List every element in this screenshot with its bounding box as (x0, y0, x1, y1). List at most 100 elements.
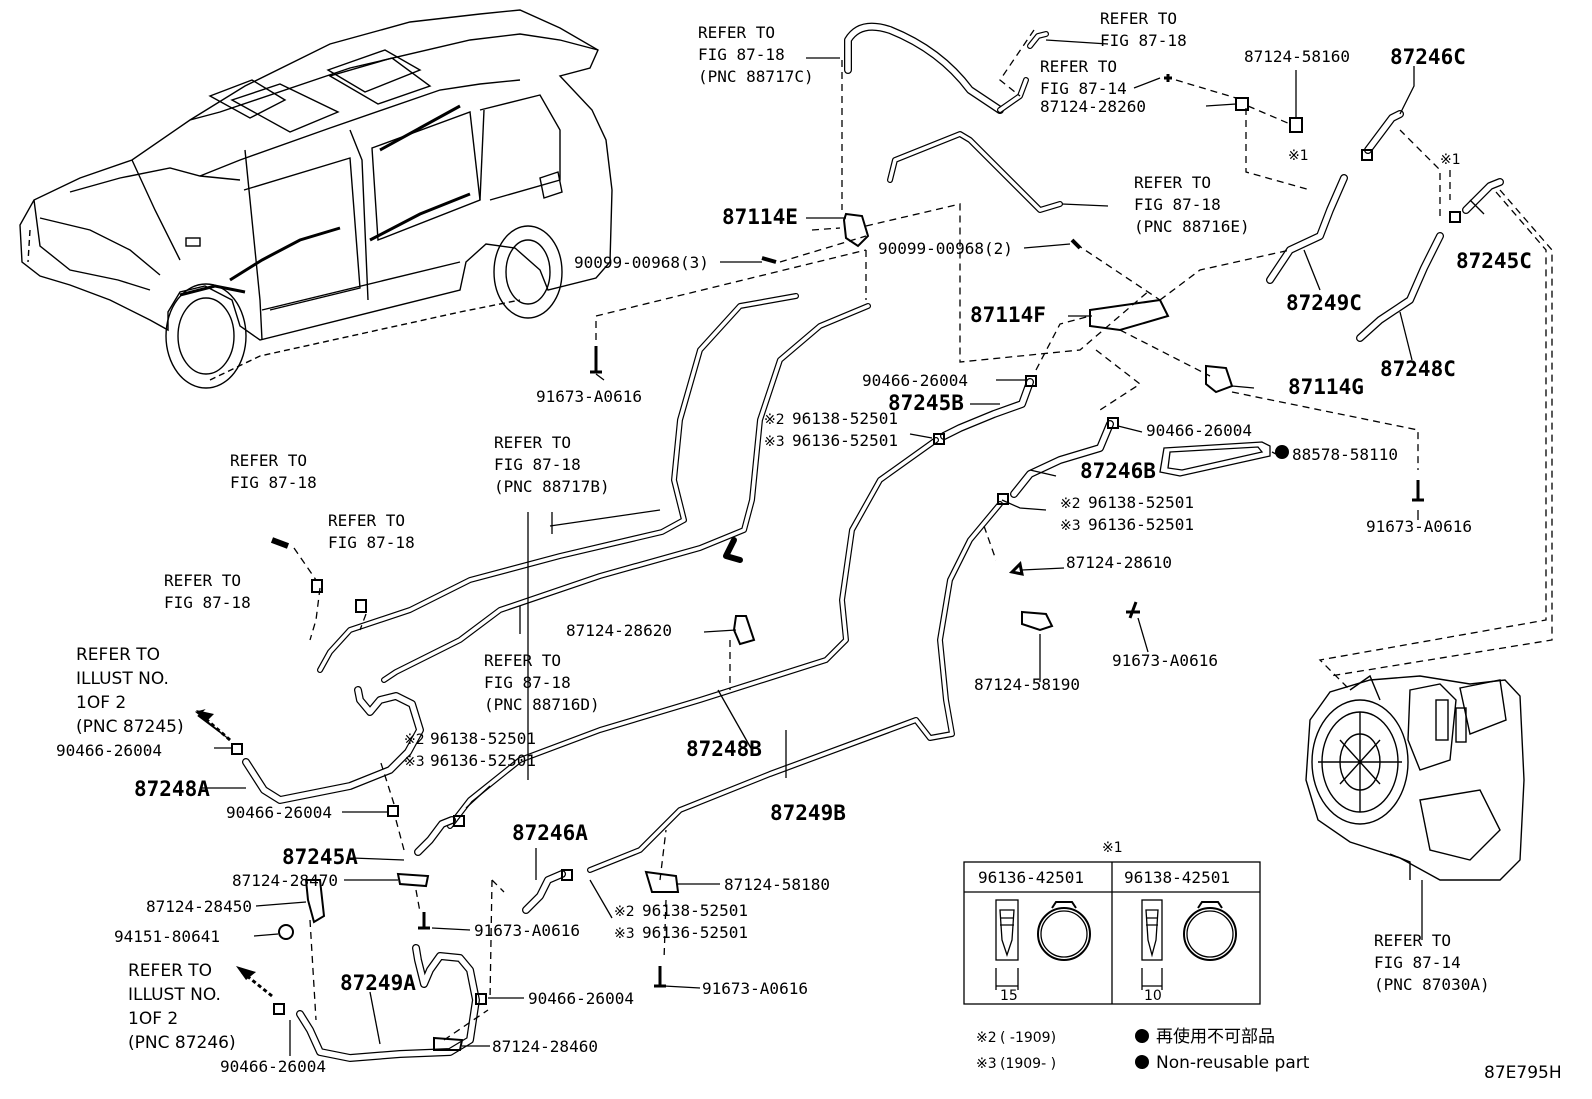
refer-label-line: REFER TO (164, 571, 241, 590)
part-label: 87124-28460 (492, 1037, 598, 1056)
part-label: 87124-28470 (232, 871, 338, 890)
refer-label-line: REFER TO (230, 451, 307, 470)
refer-label-line: (PNC 88717B) (494, 477, 610, 496)
marker-1: ※1 (1288, 148, 1309, 164)
part-label: 87249A (340, 971, 416, 995)
diagram-id: 87E795H (1484, 1063, 1562, 1083)
refer-label-line: FIG 87-18 (494, 455, 581, 474)
part-label: 96136-52501 (430, 751, 536, 770)
part-label: 91673-A0616 (1112, 651, 1218, 670)
part-label: 90466-26004 (220, 1057, 326, 1076)
legend-note3-marker: ※3 (976, 1056, 997, 1072)
assembly-lines (293, 29, 1553, 1041)
refer-label-line: (PNC 88716D) (484, 695, 600, 714)
leader-lines (202, 39, 1485, 1056)
marker-2: ※2 (1060, 496, 1081, 512)
refer-label-line: (PNC 87245) (76, 717, 184, 737)
clamp-part-2: 96138-42501 (1124, 868, 1230, 887)
clamp-part-1: 96136-42501 (978, 868, 1084, 887)
marker-2: ※2 (764, 412, 785, 428)
part-label: 87124-28260 (1040, 97, 1146, 116)
refer-label-line: FIG 87-18 (164, 593, 251, 612)
part-label: 87245C (1456, 249, 1532, 273)
refer-label-line: REFER TO (328, 511, 405, 530)
part-label: 87249B (770, 801, 846, 825)
part-labels: 87124-58160 87246C 87124-28260 87114E 90… (56, 45, 1532, 1076)
part-label: 96138-52501 (792, 409, 898, 428)
refer-label-line: REFER TO (484, 651, 561, 670)
refer-label-line: FIG 87-18 (230, 473, 317, 492)
part-label: 87246B (1080, 459, 1156, 483)
part-label: 96138-52501 (642, 901, 748, 920)
refer-label-line: FIG 87-18 (1134, 195, 1221, 214)
part-label: 87246A (512, 821, 588, 845)
legend-dot-jp (1135, 1029, 1149, 1043)
part-label: 87245A (282, 845, 358, 869)
part-label: 96136-52501 (642, 923, 748, 942)
part-label: 94151-80641 (114, 927, 220, 946)
refer-label-line: FIG 87-14 (1374, 953, 1461, 972)
refer-label-line: FIG 87-18 (1100, 31, 1187, 50)
part-label: 91673-A0616 (1366, 517, 1472, 536)
part-label: 90466-26004 (1146, 421, 1252, 440)
part-label: 87124-58160 (1244, 47, 1350, 66)
refer-label-line: FIG 87-18 (484, 673, 571, 692)
refer-label-line: REFER TO (1040, 57, 1117, 76)
legend-en-text: Non-reusable part (1156, 1053, 1310, 1073)
refer-label-line: ILLUST NO. (76, 669, 169, 689)
part-label: 87248A (134, 777, 210, 801)
part-label: 87124-58190 (974, 675, 1080, 694)
part-label: 87124-28620 (566, 621, 672, 640)
clamp-table: ※1 96136-42501 96138-42501 15 10 (963, 840, 1261, 1005)
legend-dot-en (1135, 1055, 1149, 1069)
part-label: 90466-26004 (56, 741, 162, 760)
part-label: 87248B (686, 737, 762, 761)
legend-jp-text: 再使用不可部品 (1156, 1026, 1275, 1047)
marker-3: ※3 (404, 754, 425, 770)
refer-label-line: REFER TO (1374, 931, 1451, 950)
refer-label-line: 1OF 2 (76, 693, 126, 713)
vehicle-illustration (19, 9, 613, 389)
refer-label-line: 1OF 2 (128, 1009, 178, 1029)
part-label: 96136-52501 (1088, 515, 1194, 534)
refer-label-line: FIG 87-18 (698, 45, 785, 64)
part-label: 90466-26004 (528, 989, 634, 1008)
part-label: 96136-52501 (792, 431, 898, 450)
part-label: 88578-58110 (1292, 445, 1398, 464)
part-label: 87114G (1288, 375, 1364, 399)
refer-label-line: REFER TO (76, 645, 160, 665)
hvac-unit-illustration (1305, 674, 1525, 881)
part-label: 87114E (722, 205, 798, 229)
part-label: 90099-00968(3) (574, 253, 709, 272)
part-label: 91673-A0616 (702, 979, 808, 998)
part-label: 87124-28610 (1066, 553, 1172, 572)
part-label: 90466-26004 (226, 803, 332, 822)
refer-label: REFER TO FIG 87-14 (1040, 57, 1127, 98)
legend-note2-marker: ※2 (976, 1030, 997, 1046)
part-label: 87245B (888, 391, 964, 415)
marker-2: ※2 (614, 904, 635, 920)
part-label: 87248C (1380, 357, 1456, 381)
non-reusable-dot (1275, 445, 1289, 459)
small-parts (194, 74, 1461, 1051)
refer-label-line: REFER TO (1134, 173, 1211, 192)
legend: ※2 ( -1909) ※3 (1909- ) 再使用不可部品 Non-reus… (976, 1026, 1562, 1083)
refer-label: REFER TO FIG 87-18 (PNC 88716D) (484, 651, 600, 714)
part-label: 96138-52501 (430, 729, 536, 748)
marker-2: ※2 (404, 732, 425, 748)
refer-label-line: FIG 87-14 (1040, 79, 1127, 98)
refer-label: REFER TO ILLUST NO. 1OF 2 (PNC 87245) (76, 645, 184, 737)
part-label: 90466-26004 (862, 371, 968, 390)
refer-label-line: REFER TO (128, 961, 212, 981)
part-label: 87124-58180 (724, 875, 830, 894)
marker-3: ※3 (614, 926, 635, 942)
part-label: 87114F (970, 303, 1046, 327)
refer-label-line: ILLUST NO. (128, 985, 221, 1005)
